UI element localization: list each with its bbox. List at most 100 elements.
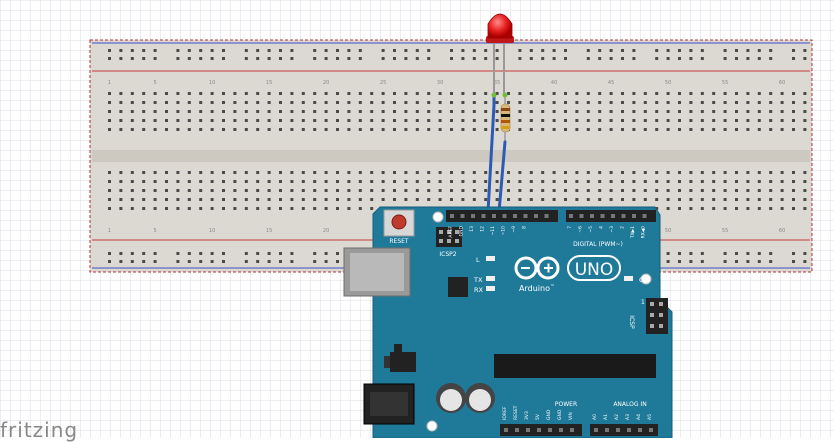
breadboard-hole[interactable] (119, 49, 123, 52)
breadboard-hole[interactable] (324, 49, 328, 52)
breadboard-hole[interactable] (108, 119, 111, 122)
breadboard-hole[interactable] (792, 171, 795, 174)
breadboard-hole[interactable] (381, 49, 385, 52)
breadboard-hole[interactable] (757, 49, 761, 52)
breadboard-hole[interactable] (472, 171, 476, 174)
breadboard-hole[interactable] (222, 110, 225, 113)
breadboard-hole[interactable] (495, 92, 499, 95)
breadboard-hole[interactable] (119, 252, 123, 255)
breadboard-hole[interactable] (153, 207, 157, 210)
breadboard-hole[interactable] (176, 171, 180, 174)
breadboard-hole[interactable] (142, 171, 146, 174)
breadboard-hole[interactable] (552, 180, 556, 183)
breadboard-hole[interactable] (324, 180, 328, 183)
breadboard-hole[interactable] (529, 128, 533, 131)
breadboard-hole[interactable] (518, 57, 522, 60)
breadboard-hole[interactable] (575, 180, 579, 183)
breadboard-hole[interactable] (427, 189, 431, 192)
breadboard-hole[interactable] (541, 57, 545, 60)
breadboard-hole[interactable] (153, 119, 157, 122)
breadboard-hole[interactable] (598, 198, 602, 201)
breadboard-hole[interactable] (393, 49, 396, 52)
breadboard-hole[interactable] (575, 171, 579, 174)
breadboard-hole[interactable] (210, 110, 214, 113)
breadboard-hole[interactable] (621, 128, 624, 131)
breadboard-hole[interactable] (176, 207, 180, 210)
breadboard-hole[interactable] (757, 252, 761, 255)
breadboard-hole[interactable] (165, 128, 168, 131)
breadboard-hole[interactable] (267, 260, 271, 263)
breadboard-hole[interactable] (780, 92, 784, 95)
breadboard-hole[interactable] (780, 198, 784, 201)
breadboard-hole[interactable] (267, 252, 271, 255)
breadboard-hole[interactable] (792, 260, 795, 263)
breadboard-hole[interactable] (108, 110, 111, 113)
breadboard-hole[interactable] (176, 180, 180, 183)
breadboard-hole[interactable] (507, 92, 510, 95)
breadboard-hole[interactable] (187, 252, 191, 255)
breadboard-hole[interactable] (507, 180, 510, 183)
breadboard-hole[interactable] (769, 128, 773, 131)
breadboard-hole[interactable] (313, 101, 317, 104)
breadboard-hole[interactable] (290, 92, 294, 95)
breadboard-hole[interactable] (792, 128, 795, 131)
breadboard-hole[interactable] (199, 128, 203, 131)
breadboard-hole[interactable] (336, 49, 339, 52)
breadboard-hole[interactable] (108, 92, 111, 95)
breadboard-hole[interactable] (586, 180, 590, 183)
breadboard-hole[interactable] (609, 92, 613, 95)
breadboard-hole[interactable] (165, 189, 168, 192)
breadboard-hole[interactable] (735, 207, 738, 210)
breadboard-hole[interactable] (336, 110, 339, 113)
breadboard-hole[interactable] (586, 171, 590, 174)
breadboard-hole[interactable] (757, 110, 761, 113)
breadboard-hole[interactable] (244, 57, 248, 60)
breadboard-hole[interactable] (575, 189, 579, 192)
breadboard-hole[interactable] (290, 128, 294, 131)
breadboard-hole[interactable] (279, 92, 282, 95)
breadboard-hole[interactable] (267, 198, 271, 201)
breadboard-hole[interactable] (199, 101, 203, 104)
breadboard-hole[interactable] (358, 57, 362, 60)
breadboard-hole[interactable] (575, 92, 579, 95)
breadboard-hole[interactable] (233, 110, 237, 113)
breadboard-hole[interactable] (233, 198, 237, 201)
breadboard-hole[interactable] (279, 198, 282, 201)
breadboard-hole[interactable] (108, 180, 111, 183)
breadboard-hole[interactable] (108, 189, 111, 192)
breadboard-hole[interactable] (324, 207, 328, 210)
breadboard-hole[interactable] (552, 128, 556, 131)
breadboard-hole[interactable] (655, 171, 659, 174)
breadboard-hole[interactable] (769, 119, 773, 122)
breadboard-hole[interactable] (244, 260, 248, 263)
breadboard-hole[interactable] (301, 180, 305, 183)
breadboard-hole[interactable] (176, 198, 180, 201)
breadboard-hole[interactable] (803, 171, 807, 174)
breadboard-hole[interactable] (222, 207, 225, 210)
breadboard-hole[interactable] (723, 128, 727, 131)
breadboard-hole[interactable] (666, 252, 670, 255)
breadboard-hole[interactable] (518, 119, 522, 122)
breadboard-hole[interactable] (541, 198, 545, 201)
breadboard-hole[interactable] (142, 189, 146, 192)
breadboard-hole[interactable] (450, 92, 453, 95)
breadboard-hole[interactable] (370, 198, 374, 201)
breadboard-hole[interactable] (484, 128, 488, 131)
breadboard-hole[interactable] (655, 128, 659, 131)
breadboard-hole[interactable] (256, 189, 260, 192)
breadboard-hole[interactable] (370, 189, 374, 192)
breadboard-hole[interactable] (404, 101, 408, 104)
breadboard-hole[interactable] (803, 252, 807, 255)
breadboard-hole[interactable] (575, 101, 579, 104)
breadboard-hole[interactable] (381, 180, 385, 183)
breadboard-hole[interactable] (643, 110, 647, 113)
breadboard-hole[interactable] (792, 119, 795, 122)
breadboard-hole[interactable] (210, 180, 214, 183)
breadboard-hole[interactable] (735, 110, 738, 113)
breadboard-hole[interactable] (210, 171, 214, 174)
breadboard-hole[interactable] (655, 119, 659, 122)
breadboard-hole[interactable] (712, 171, 716, 174)
breadboard-hole[interactable] (176, 92, 180, 95)
breadboard-hole[interactable] (609, 57, 613, 60)
breadboard-hole[interactable] (393, 180, 396, 183)
